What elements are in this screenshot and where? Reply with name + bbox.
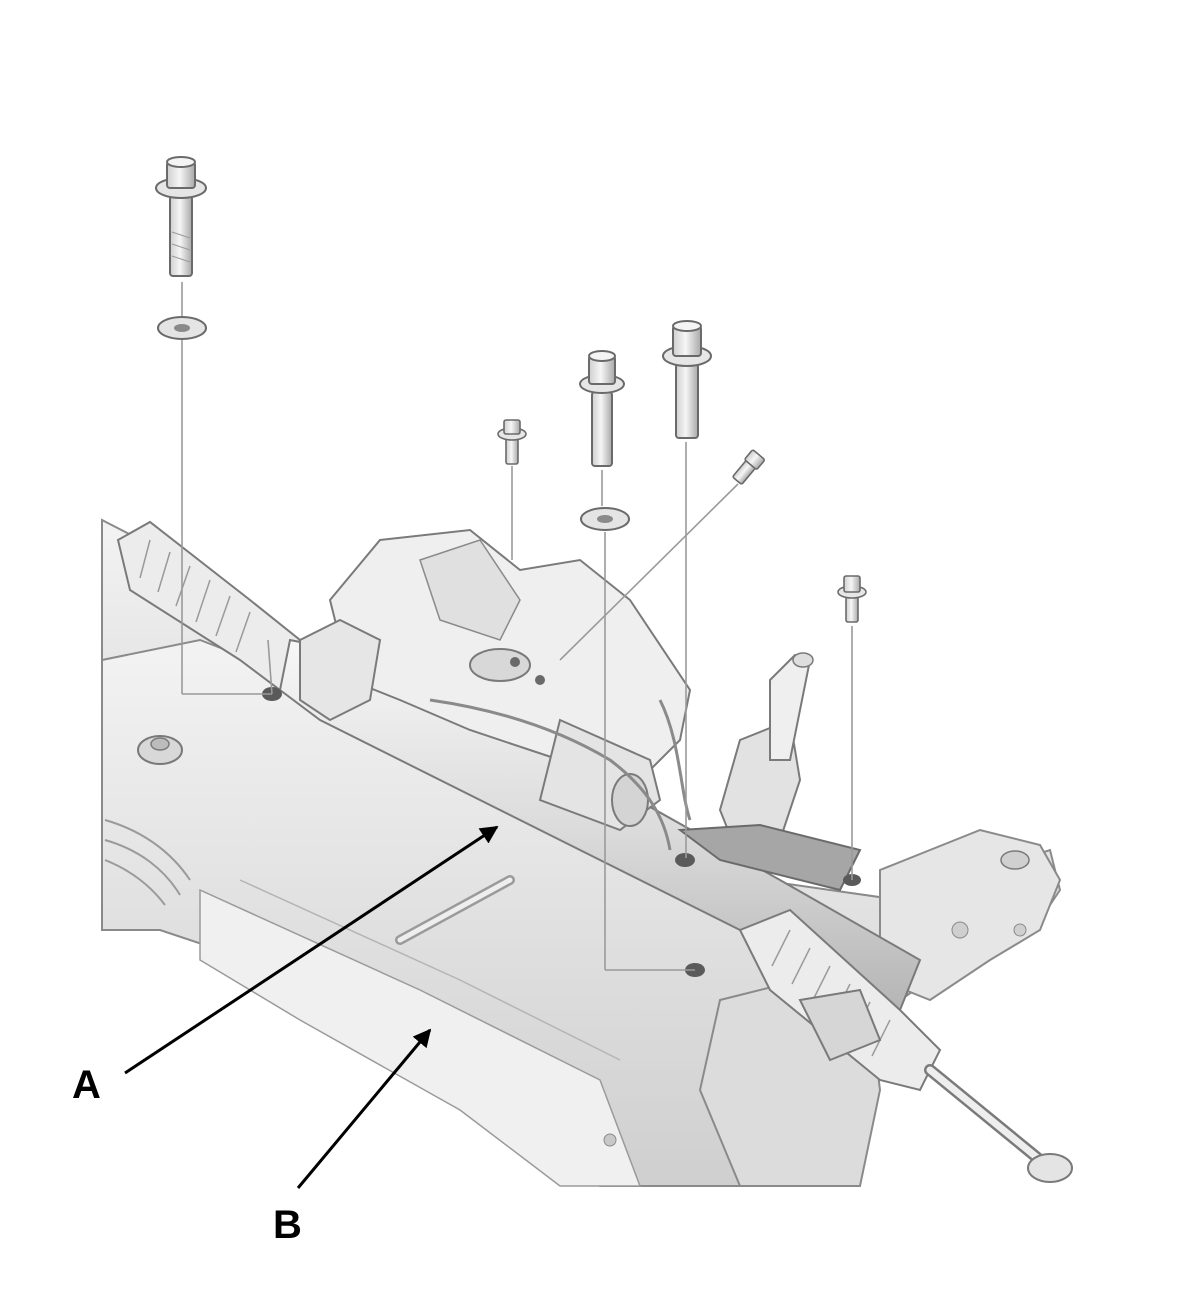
- bolt-center-long: [579, 350, 625, 467]
- bolt-small-right: [837, 575, 867, 623]
- bolt-right-long: [662, 320, 712, 439]
- bolt-left-long: [155, 156, 207, 277]
- callout-a: A: [72, 825, 499, 1107]
- assembly-guide-lines: [181, 282, 853, 971]
- callout-b: B: [273, 1028, 432, 1247]
- fasteners: [155, 156, 867, 623]
- washer-left: [157, 316, 207, 340]
- steering-gearbox: [116, 520, 1073, 1183]
- bolt-small-center: [497, 419, 527, 465]
- bolt-small-angled: [732, 449, 765, 485]
- washer-center: [580, 507, 630, 531]
- callout-label-a: A: [72, 1063, 101, 1107]
- callout-label-b: B: [273, 1203, 302, 1247]
